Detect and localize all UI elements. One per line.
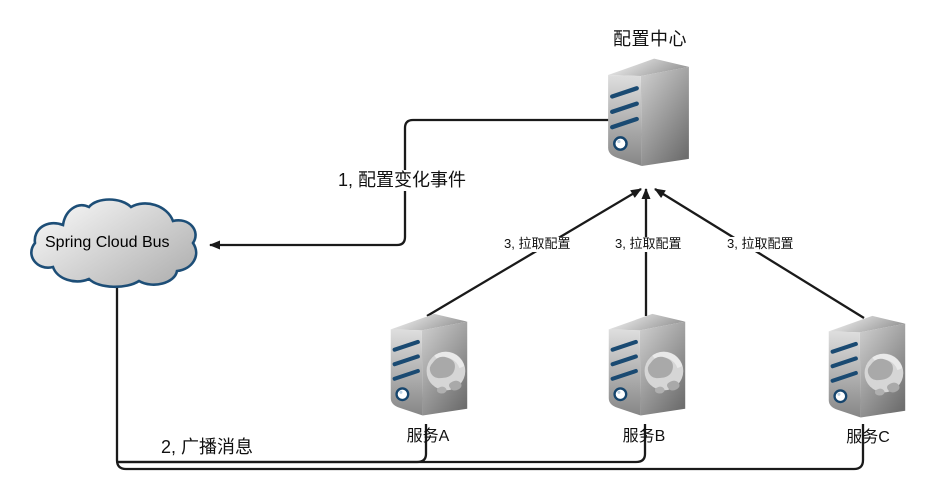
config-center-label: 配置中心 <box>613 29 687 49</box>
node-config-center <box>603 55 693 188</box>
cloud-shape <box>30 198 198 289</box>
edge-pull-config-c <box>654 188 865 319</box>
web-server-icon <box>385 311 472 431</box>
edge-label-pull-c: 3, 拉取配置 <box>725 236 796 252</box>
edge-label-config-change: 1, 配置变化事件 <box>336 170 469 191</box>
node-service-b <box>603 311 690 436</box>
node-service-c <box>823 313 910 438</box>
web-server-icon <box>603 311 690 431</box>
server-icon <box>603 55 693 183</box>
node-spring-cloud-bus: Spring Cloud Bus <box>27 195 203 298</box>
edge-label-pull-b: 3, 拉取配置 <box>613 236 684 252</box>
node-service-a <box>385 311 472 436</box>
service-a-label: 服务A <box>406 428 450 445</box>
edge-pull-config-a <box>426 188 642 317</box>
bus-label: Spring Cloud Bus <box>45 234 170 251</box>
edge-broadcast-main <box>115 286 865 471</box>
service-c-label: 服务C <box>846 429 890 446</box>
edge-label-pull-a: 3, 拉取配置 <box>502 236 573 252</box>
service-b-label: 服务B <box>622 428 666 445</box>
edge-label-broadcast: 2, 广播消息 <box>159 437 256 458</box>
web-server-icon <box>823 313 910 433</box>
edge-broadcast-b <box>118 424 647 464</box>
